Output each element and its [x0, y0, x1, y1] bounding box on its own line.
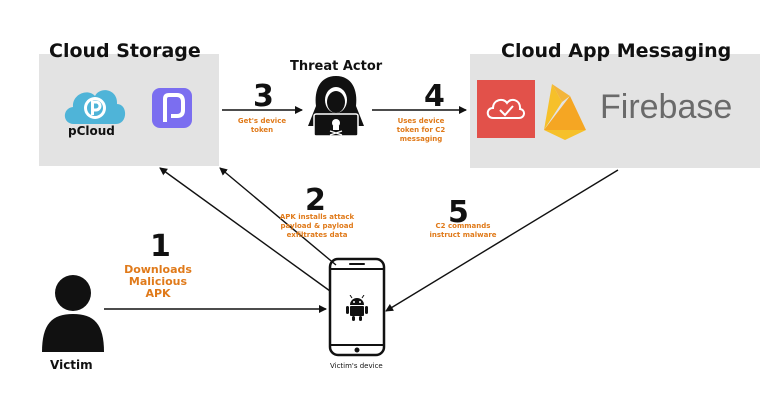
cloud-messaging-title: Cloud App Messaging	[501, 40, 732, 62]
firebase-label: Firebase	[600, 88, 733, 126]
step-5-text: C2 commands instruct malware	[429, 222, 497, 239]
storage-app-icon	[152, 88, 192, 128]
firebase-flame-icon	[544, 84, 586, 140]
step-3-number: 3	[253, 79, 274, 114]
step-3-text: Get's device token	[237, 117, 287, 134]
android-icon	[346, 295, 368, 321]
pcloud-label: pCloud	[68, 124, 115, 138]
hacker-icon	[308, 76, 364, 137]
pcloud-icon	[64, 90, 126, 124]
cloud-check-icon	[477, 80, 535, 138]
step-2-text: APK installs attack payload & payload ex…	[279, 213, 355, 239]
cloud-storage-title: Cloud Storage	[49, 40, 201, 62]
arrow-device-to-storage-app	[219, 167, 337, 266]
victim-label: Victim	[50, 358, 93, 372]
step-1-number: 1	[150, 229, 171, 264]
step-4-number: 4	[424, 79, 445, 114]
arrow-messaging-to-device	[385, 169, 619, 312]
step-5-number: 5	[448, 195, 469, 230]
arrow-device-to-pcloud	[159, 167, 331, 292]
device-label: Victim's device	[330, 362, 383, 370]
step-4-text: Uses device token for C2 messaging	[396, 117, 446, 143]
threat-actor-title: Threat Actor	[290, 59, 383, 74]
step-2-number: 2	[305, 183, 326, 218]
victim-person-icon	[42, 275, 104, 352]
step-1-text: Downloads Malicious APK	[124, 263, 192, 300]
